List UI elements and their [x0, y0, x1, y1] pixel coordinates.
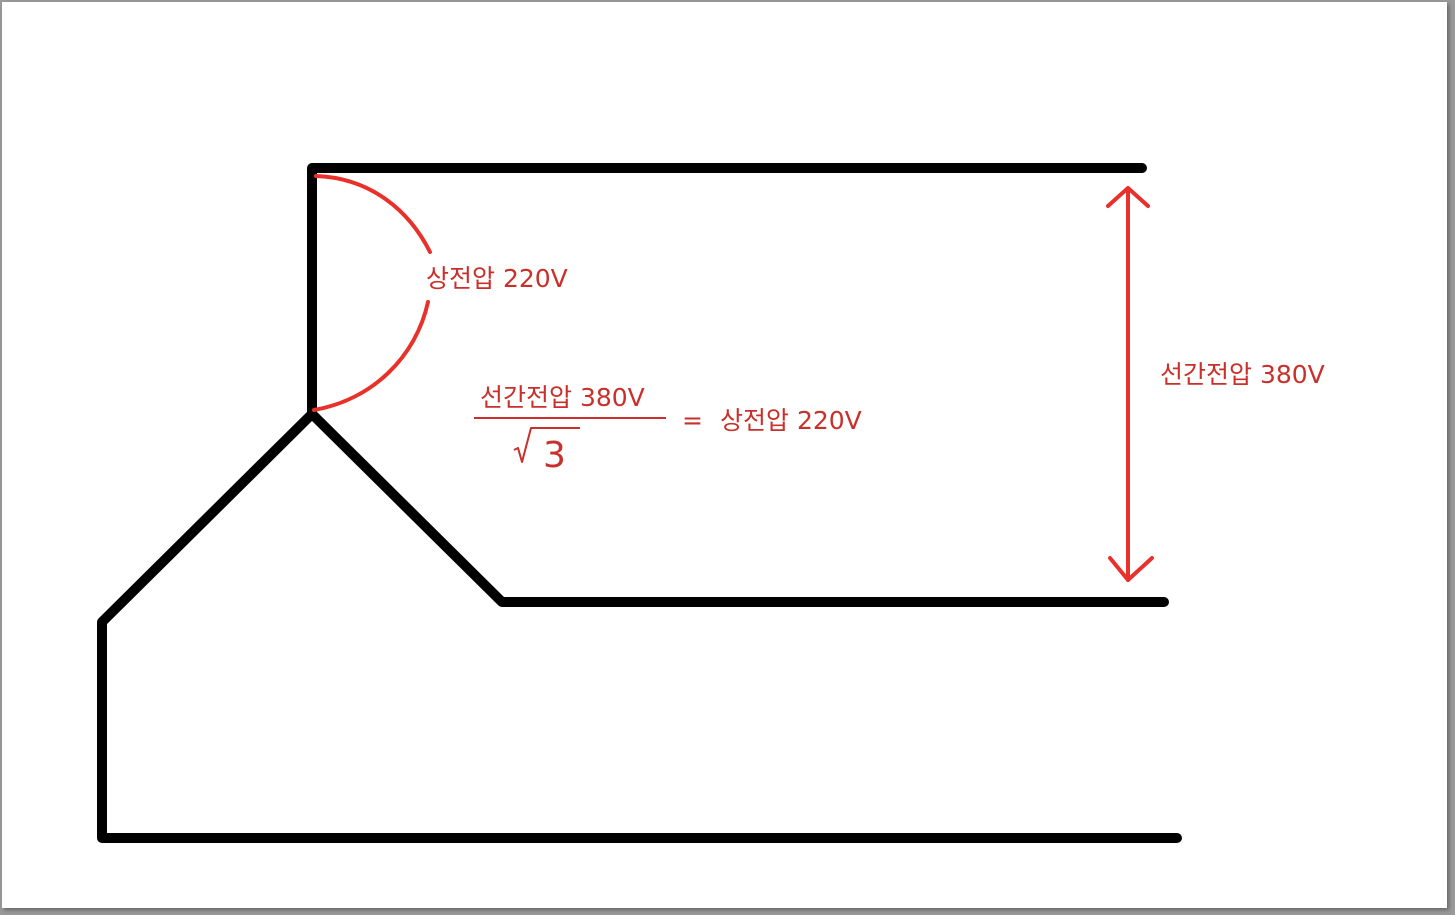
- phase-voltage-arc-lower: [312, 300, 430, 412]
- formula-radicand: 3: [543, 435, 566, 476]
- wire-phase-3: [97, 409, 1182, 843]
- line-voltage-arrow: [1106, 186, 1154, 582]
- phase-voltage-label: 상전압 220V: [426, 264, 568, 293]
- formula-result: 상전압 220V: [720, 406, 862, 435]
- sqrt-symbol: [513, 427, 580, 463]
- wire-group: [97, 163, 1182, 843]
- wire-phase-2: [307, 409, 1169, 607]
- phase-voltage-arc-upper: [314, 174, 432, 254]
- formula-numerator: 선간전압 380V: [480, 383, 645, 412]
- arrow-head-top: [1106, 186, 1150, 208]
- formula-equals: =: [682, 406, 703, 435]
- wire-phase-1: [307, 163, 1147, 419]
- line-voltage-label: 선간전압 380V: [1160, 360, 1325, 389]
- voltage-formula: 선간전압 380V 3 = 상전압 220V: [474, 383, 862, 476]
- arrow-head-bottom: [1108, 556, 1154, 582]
